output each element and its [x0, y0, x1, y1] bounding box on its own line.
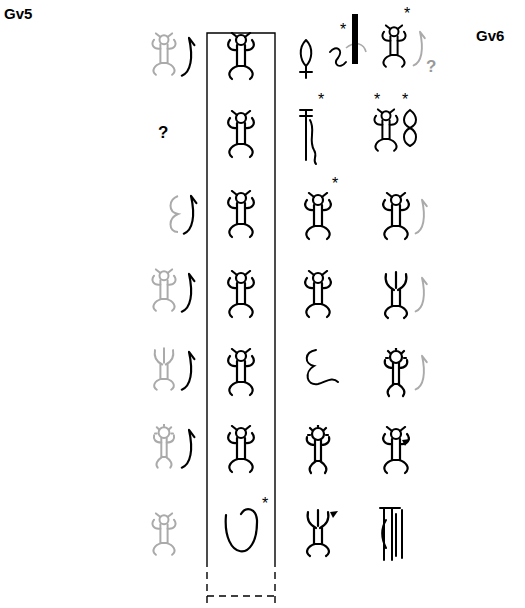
asterisk-mark: *	[262, 496, 268, 512]
figure-label: Gv5	[4, 6, 32, 21]
figure-label: Gv6	[476, 28, 504, 43]
asterisk-mark: *	[318, 92, 324, 108]
asterisk-mark: *	[332, 176, 338, 192]
query-mark: ?	[158, 124, 168, 141]
asterisk-mark: *	[404, 6, 410, 22]
asterisk-mark: *	[340, 22, 346, 38]
query-mark: ?	[426, 58, 436, 75]
asterisk-mark: *	[402, 92, 408, 108]
asterisk-mark: *	[374, 92, 380, 108]
